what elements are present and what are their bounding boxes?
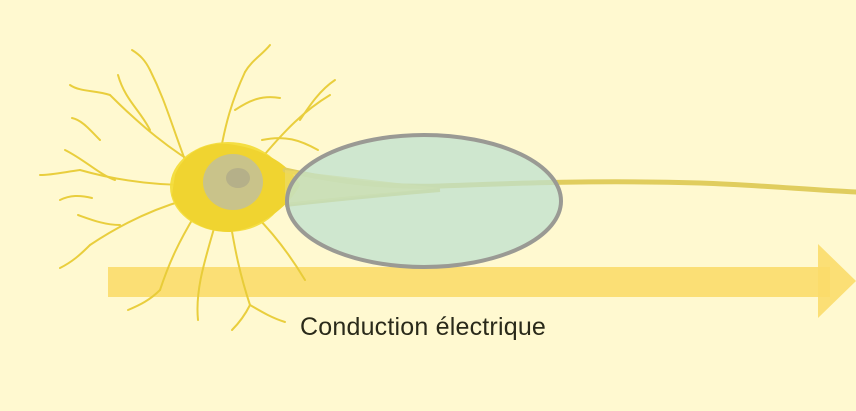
conduction-caption: Conduction électrique	[300, 313, 546, 342]
neuron-cell-body	[170, 142, 300, 232]
nucleolus	[226, 168, 250, 188]
highlight-ellipse	[287, 135, 561, 267]
